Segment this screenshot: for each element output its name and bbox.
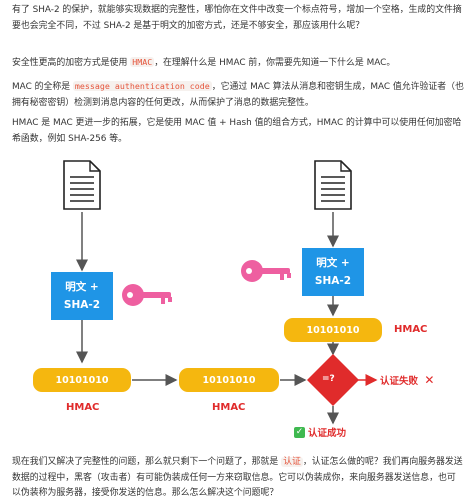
hmac-label-left: HMAC — [66, 402, 100, 413]
diagram-connectors — [76, 212, 378, 425]
plaintext-sha2-box-left: 明文 + SHA-2 — [51, 272, 113, 320]
paragraph-text: HMAC 是 MAC 更进一步的拓展，它是使用 MAC 值 + Hash 值的组… — [12, 118, 462, 144]
inline-code-mac-fullname: message authentication code — [72, 81, 212, 91]
hmac-label-right: HMAC — [394, 324, 428, 335]
paragraph-text: 安全性更高的加密方式是使用 — [12, 58, 131, 68]
paragraph-sha2-intro: 有了 SHA-2 的保护，就能够实现数据的完整性，哪怕你在文件中改变一个标点符号… — [12, 3, 464, 34]
hmac-value-text: 10101010 — [55, 374, 109, 386]
document-icon — [63, 160, 101, 210]
hmac-value-box-left: 10101010 — [33, 368, 131, 392]
auth-success-label: ✓ 认证成功 — [294, 425, 346, 439]
paragraph-text: ，认证怎么做的呢？我们再向服务器发送数据的过程中，黑客（攻击者）有可能伪装成任何… — [12, 457, 463, 498]
hmac-value-box-middle: 10101010 — [179, 368, 279, 392]
paragraph-text: ，在理解什么是 HMAC 前，你需要先知道一下什么是 MAC。 — [154, 58, 396, 68]
hmac-verification-diagram: 明文 + SHA-2 明文 + SHA-2 10101010 HMAC 1010… — [0, 148, 473, 448]
document-icon — [314, 160, 352, 210]
key-icon — [122, 284, 172, 306]
cross-icon: ✕ — [424, 373, 435, 387]
compare-symbol: =? — [322, 374, 335, 384]
auth-fail-label: 认证失败 ✕ — [380, 373, 434, 387]
paragraph-text: ，它通过 MAC 算法从消息和密钥生成，MAC 值允许验证者（也拥有秘密密钥）检… — [12, 82, 464, 108]
compare-diamond — [307, 354, 359, 406]
paragraph-authentication-problem: 现在我们又解决了完整性的问题，那么就只剩下一个问题了，那就是 认证，认证怎么做的… — [12, 455, 464, 502]
auth-fail-text: 认证失败 — [380, 376, 419, 387]
hmac-value-text: 10101010 — [306, 324, 360, 336]
inline-highlight-auth: 认证 — [281, 457, 303, 467]
paragraph-hmac-intro: 安全性更高的加密方式是使用 HMAC，在理解什么是 HMAC 前，你需要先知道一… — [12, 55, 464, 72]
process-label-line: 明文 + — [65, 281, 99, 293]
paragraph-text: MAC 的全称是 — [12, 82, 73, 92]
hmac-label-middle: HMAC — [212, 402, 246, 413]
auth-success-text: 认证成功 — [308, 428, 347, 439]
process-label-line: SHA-2 — [314, 275, 352, 287]
hmac-value-text: 10101010 — [202, 374, 256, 386]
key-icon — [241, 260, 291, 282]
plaintext-sha2-box-right: 明文 + SHA-2 — [302, 248, 364, 296]
check-icon: ✓ — [294, 426, 305, 438]
process-label-line: 明文 + — [316, 257, 350, 269]
paragraph-hmac-extension: HMAC 是 MAC 更进一步的拓展，它是使用 MAC 值 + Hash 值的组… — [12, 116, 464, 147]
process-label-line: SHA-2 — [63, 299, 101, 311]
paragraph-mac-definition: MAC 的全称是 message authentication code，它通过… — [12, 79, 464, 111]
check-mark: ✓ — [295, 426, 304, 437]
paragraph-text: 有了 SHA-2 的保护，就能够实现数据的完整性，哪怕你在文件中改变一个标点符号… — [12, 5, 462, 31]
paragraph-text: 现在我们又解决了完整性的问题，那么就只剩下一个问题了，那就是 — [12, 457, 282, 467]
inline-code-hmac: HMAC — [130, 57, 155, 67]
hmac-value-box-right: 10101010 — [284, 318, 382, 342]
